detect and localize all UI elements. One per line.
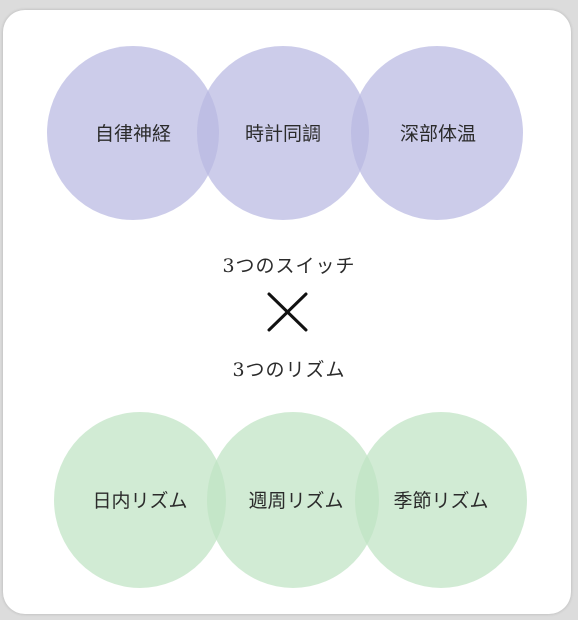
circle-weekly-rhythm [207,412,379,588]
bottom-circle-group [54,412,527,588]
top-circle-group [47,46,523,220]
cross-icon [267,292,308,332]
rhythm-text: 3つのリズム [232,359,345,381]
bottom-label-3: 季節リズム [393,490,488,512]
switch-text: 3つのスイッチ [222,255,355,277]
circle-daily-rhythm [54,412,226,588]
circle-core-temperature [351,46,523,220]
top-label-2: 時計同調 [245,123,321,145]
bottom-labels: 日内リズム 週周リズム 季節リズム [92,490,488,512]
circle-clock-sync [197,46,369,220]
circle-autonomic-nerve [47,46,219,220]
top-label-3: 深部体温 [400,123,476,145]
bottom-label-2: 週周リズム [248,490,343,512]
top-label-1: 自律神経 [95,123,171,145]
bottom-label-1: 日内リズム [92,490,187,512]
circle-seasonal-rhythm [355,412,527,588]
top-labels: 自律神経 時計同調 深部体温 [95,123,476,145]
